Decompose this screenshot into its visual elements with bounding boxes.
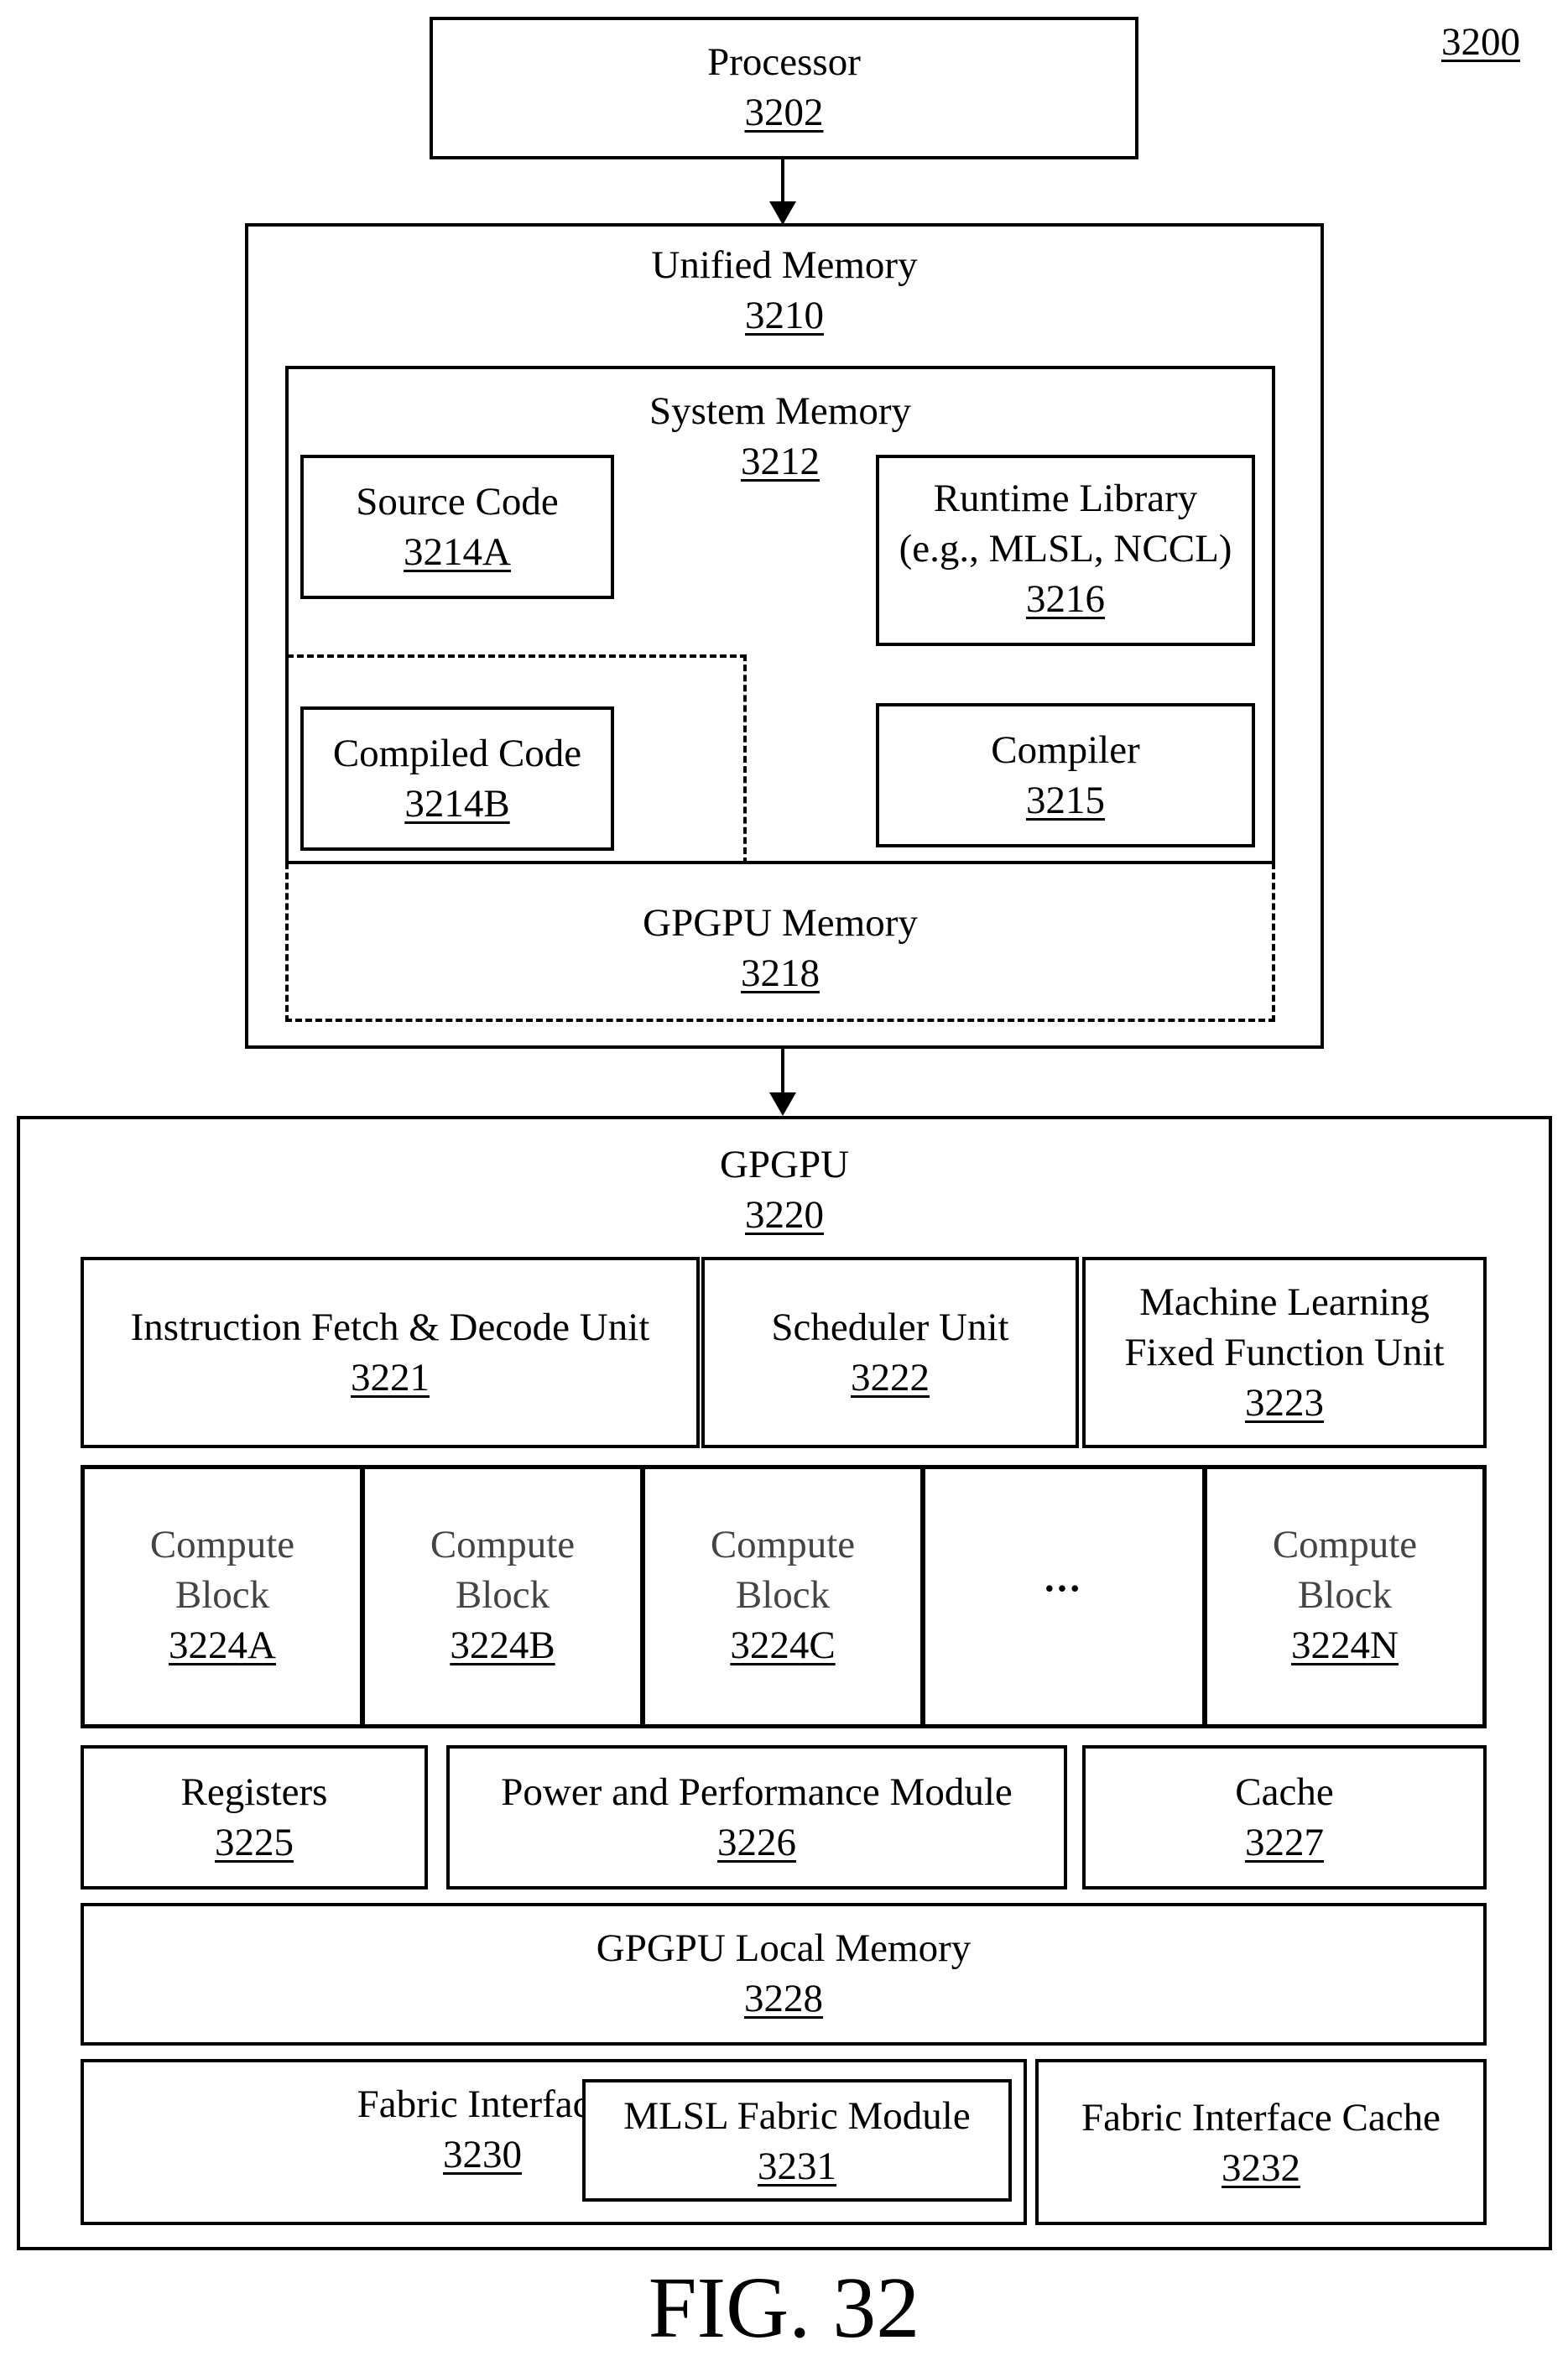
- figure-caption: FIG. 32: [0, 2262, 1568, 2354]
- compute-block-a-line1: Compute: [85, 1519, 360, 1570]
- instruction-fetch-decode-number: 3221: [351, 1356, 430, 1400]
- runtime-library-label: Runtime Library: [879, 473, 1252, 524]
- cache-label: Cache: [1086, 1767, 1483, 1817]
- compute-block-c-number: 3224C: [730, 1624, 835, 1667]
- compute-block-c: Compute Block 3224C: [641, 1465, 925, 1728]
- gpgpu-label: GPGPU: [20, 1139, 1549, 1190]
- scheduler-unit-label: Scheduler Unit: [705, 1302, 1076, 1353]
- unified-memory-label: Unified Memory: [248, 240, 1321, 290]
- compute-block-c-line1: Compute: [645, 1519, 920, 1570]
- source-code-box: Source Code 3214A: [300, 455, 614, 599]
- fabric-interface-cache-number: 3232: [1222, 2146, 1300, 2190]
- compute-block-b: Compute Block 3224B: [361, 1465, 644, 1728]
- compute-block-b-number: 3224B: [450, 1624, 555, 1667]
- runtime-library-examples: (e.g., MLSL, NCCL): [879, 524, 1252, 574]
- cache-box: Cache 3227: [1082, 1745, 1487, 1889]
- compute-block-a: Compute Block 3224A: [81, 1465, 364, 1728]
- scheduler-unit-box: Scheduler Unit 3222: [701, 1257, 1079, 1448]
- compiled-code-label: Compiled Code: [304, 728, 611, 779]
- compiled-code-box: Compiled Code 3214B: [300, 706, 614, 851]
- system-memory-number: 3212: [741, 440, 820, 483]
- system-memory-label: System Memory: [289, 386, 1272, 436]
- processor-number: 3202: [745, 91, 824, 134]
- arrow-processor-to-unified-memory-head: [769, 201, 796, 225]
- compute-block-b-line2: Block: [365, 1570, 640, 1620]
- scheduler-unit-number: 3222: [851, 1356, 930, 1400]
- ml-fixed-function-number: 3223: [1245, 1381, 1324, 1425]
- compute-block-ellipsis-cell: •••: [921, 1465, 1206, 1728]
- cache-number: 3227: [1245, 1821, 1324, 1864]
- compute-block-b-line1: Compute: [365, 1519, 640, 1570]
- fabric-interface-cache-label: Fabric Interface Cache: [1039, 2093, 1483, 2143]
- compiler-number: 3215: [1026, 779, 1105, 822]
- processor-box: Processor 3202: [430, 17, 1138, 159]
- ml-fixed-function-line2: Fixed Function Unit: [1086, 1327, 1483, 1378]
- instruction-fetch-decode-label: Instruction Fetch & Decode Unit: [84, 1302, 696, 1353]
- compiler-label: Compiler: [879, 725, 1252, 775]
- compute-block-ellipsis: •••: [925, 1563, 1202, 1613]
- ml-fixed-function-line1: Machine Learning: [1086, 1277, 1483, 1327]
- power-performance-label: Power and Performance Module: [450, 1767, 1064, 1817]
- compiled-code-number: 3214B: [404, 782, 509, 826]
- fabric-interface-cache-box: Fabric Interface Cache 3232: [1035, 2059, 1487, 2225]
- compute-block-a-line2: Block: [85, 1570, 360, 1620]
- unified-memory-number: 3210: [745, 294, 824, 337]
- runtime-library-box: Runtime Library (e.g., MLSL, NCCL) 3216: [876, 455, 1255, 646]
- compute-block-n-line1: Compute: [1207, 1519, 1482, 1570]
- compute-block-a-number: 3224A: [169, 1624, 276, 1667]
- arrow-unified-memory-to-gpgpu-head: [769, 1092, 796, 1116]
- compute-block-n-line2: Block: [1207, 1570, 1482, 1620]
- source-code-label: Source Code: [304, 477, 611, 527]
- instruction-fetch-decode-box: Instruction Fetch & Decode Unit 3221: [81, 1257, 700, 1448]
- gpgpu-local-memory-label: GPGPU Local Memory: [84, 1923, 1483, 1973]
- gpgpu-memory-label: GPGPU Memory: [289, 898, 1272, 948]
- source-code-number: 3214A: [404, 530, 511, 574]
- fabric-interface-number: 3230: [443, 2133, 522, 2176]
- power-performance-box: Power and Performance Module 3226: [446, 1745, 1067, 1889]
- registers-label: Registers: [84, 1767, 425, 1817]
- runtime-library-number: 3216: [1026, 577, 1105, 621]
- compute-block-c-line2: Block: [645, 1570, 920, 1620]
- mlsl-fabric-module-number: 3231: [758, 2145, 836, 2188]
- gpgpu-local-memory-number: 3228: [744, 1977, 823, 2020]
- gpgpu-local-memory-box: GPGPU Local Memory 3228: [81, 1903, 1487, 2046]
- ml-fixed-function-box: Machine Learning Fixed Function Unit 322…: [1082, 1257, 1487, 1448]
- mlsl-fabric-module-label: MLSL Fabric Module: [586, 2091, 1008, 2141]
- registers-number: 3225: [215, 1821, 294, 1864]
- gpgpu-memory-number: 3218: [741, 951, 820, 995]
- processor-label: Processor: [433, 37, 1135, 87]
- compiler-box: Compiler 3215: [876, 703, 1255, 847]
- mlsl-fabric-module-box: MLSL Fabric Module 3231: [582, 2079, 1012, 2202]
- gpgpu-memory-box: GPGPU Memory 3218: [285, 863, 1275, 1022]
- compute-block-n: Compute Block 3224N: [1203, 1465, 1487, 1728]
- registers-box: Registers 3225: [81, 1745, 428, 1889]
- compute-block-n-number: 3224N: [1291, 1624, 1399, 1667]
- gpgpu-number: 3220: [745, 1193, 824, 1237]
- power-performance-number: 3226: [717, 1821, 796, 1864]
